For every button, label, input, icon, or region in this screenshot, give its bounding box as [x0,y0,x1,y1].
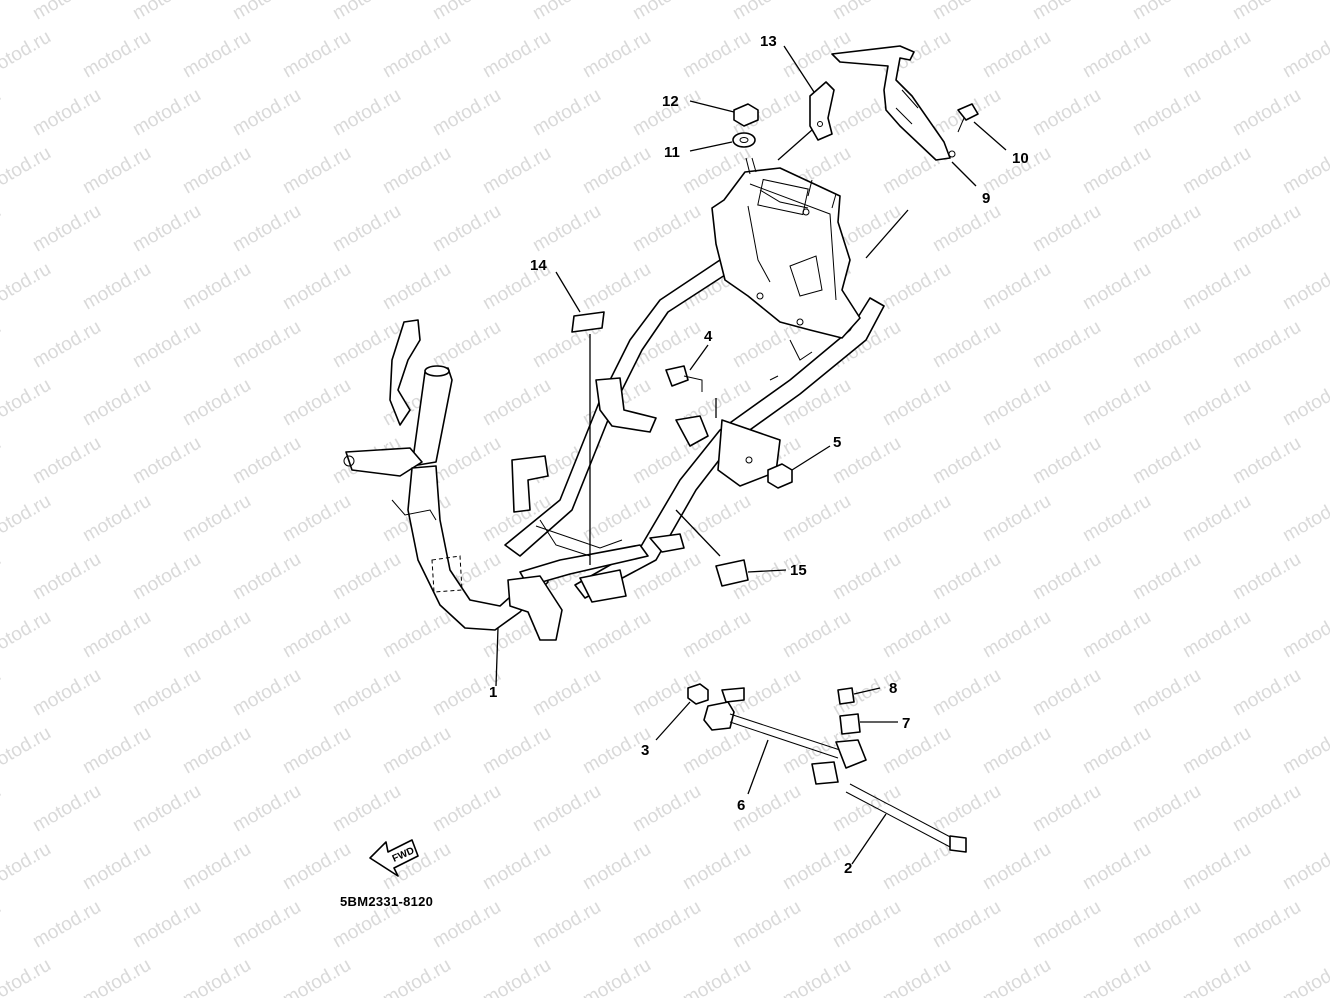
callout-1: 1 [489,684,497,701]
callout-2: 2 [844,860,852,877]
callout-12: 12 [662,93,679,110]
main-frame [343,167,885,641]
callout-5: 5 [833,434,841,451]
callout-labels: 1 2 3 4 5 6 7 8 9 10 11 12 13 14 15 [489,33,1029,877]
callout-6: 6 [737,797,745,814]
top-small-parts [571,45,979,587]
callout-11: 11 [664,144,680,161]
callout-13: 13 [760,33,777,50]
callout-10: 10 [1012,150,1029,167]
engine-mount-parts [687,683,967,853]
callout-15: 15 [790,562,807,579]
callout-9: 9 [982,190,990,207]
part-code: 5BM2331-8120 [340,894,433,909]
callout-14: 14 [530,257,547,274]
callout-8: 8 [889,680,897,697]
fwd-arrow-icon: FWD [369,839,419,877]
leader-lines [495,45,1007,865]
callout-7: 7 [902,715,910,732]
callout-3: 3 [641,742,649,759]
callout-4: 4 [704,328,713,345]
